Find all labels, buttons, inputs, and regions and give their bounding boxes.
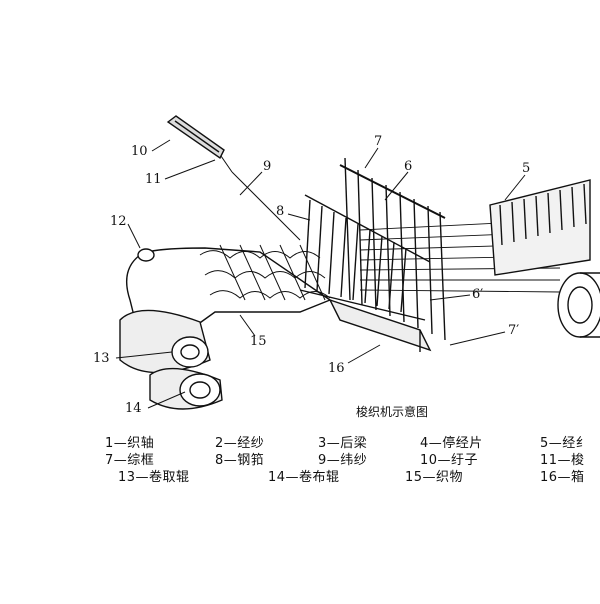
callout-10: 10 [131,144,148,159]
callout-7: 7 [374,134,382,149]
breast-beam [328,298,432,352]
callout-14: 14 [125,401,142,416]
legend-item: 14—卷布辊 [268,470,340,485]
legend-item: 1—织轴 [105,436,155,451]
callout-13: 13 [93,351,110,366]
weft-yarn-line [231,171,301,241]
callout-6prime: 6′ [472,287,483,302]
callout-8: 8 [276,204,284,219]
legend-item: 8—钢筘 [215,453,265,468]
legend-item: 15—织物 [405,470,464,485]
callout-11: 11 [145,172,162,187]
legend-item: 5—经纟 [540,436,590,451]
shuttle-drawing [166,115,233,173]
legend-item: 4—停经片 [420,436,483,451]
legend-item: 3—后梁 [318,436,368,451]
callout-9: 9 [263,159,271,174]
legend-item: 2—经纱 [215,436,265,451]
callout-7prime: 7′ [508,323,519,338]
leader-lines [115,139,526,409]
legend-item: 10—纡子 [420,453,479,468]
drop-wires [489,179,591,276]
rollers [119,309,223,410]
reed-frame [299,194,431,321]
diagram-caption: 梭织机示意图 [356,405,429,419]
cloth-sheet [126,247,332,341]
callout-6: 6 [404,159,412,174]
legend-item: 11—梭 [540,453,585,468]
legend-item: 16—箱 [540,470,585,485]
callout-15: 15 [250,334,267,349]
warp-beam [557,272,600,338]
legend-item: 7—综框 [105,453,155,468]
legend-item: 9—纬纱 [318,453,368,468]
legend-item: 13—卷取辊 [118,470,190,485]
callout-16: 16 [328,361,345,376]
callout-12: 12 [110,214,127,229]
woven-net [199,244,331,301]
callout-5: 5 [522,161,530,176]
